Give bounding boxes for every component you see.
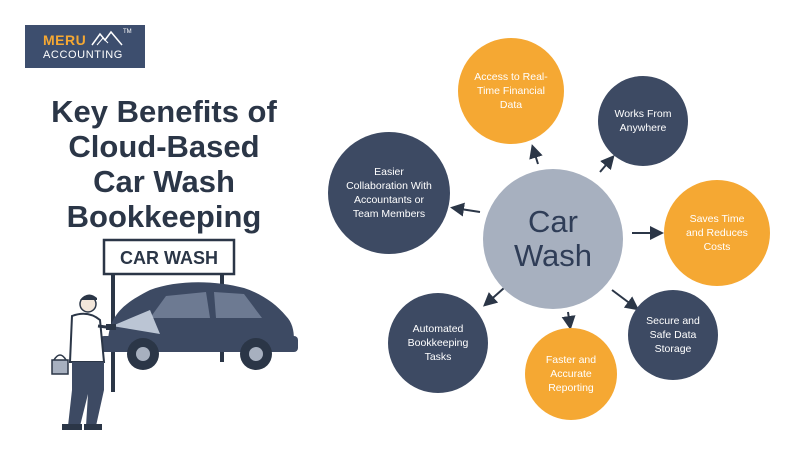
hub-car-wash: Car Wash xyxy=(483,169,623,309)
mountain-icon xyxy=(91,30,123,46)
logo-brand: MERU xyxy=(43,32,87,48)
benefit-access: Access to Real- Time Financial Data xyxy=(458,38,564,144)
car-hubcap-rear xyxy=(249,347,263,361)
benefit-secure: Secure and Safe Data Storage xyxy=(628,290,718,380)
benefit-collab-line-3: Accountants or xyxy=(353,194,425,206)
benefit-saves-time: Saves Time and Reduces Costs xyxy=(664,180,770,286)
arrow-reporting xyxy=(561,311,576,330)
arrow-automated xyxy=(483,287,505,307)
spray-nozzle xyxy=(106,324,116,330)
person-pants xyxy=(68,362,104,426)
benefit-collab-line-2: Collaboration With xyxy=(346,180,432,192)
logo-trademark: TM xyxy=(123,29,132,35)
logo-subtitle: ACCOUNTING xyxy=(43,49,123,61)
arrow-anywhere xyxy=(599,154,615,173)
person-shoe-left xyxy=(62,424,82,430)
car-wash-illustration: CAR WASH xyxy=(51,238,298,430)
benefit-automated-line-1: Automated xyxy=(412,323,464,335)
title-line-3: Car Wash xyxy=(93,164,235,199)
water-spray xyxy=(112,310,160,334)
person-shoe-right xyxy=(84,424,102,430)
title-line-1: Key Benefits of xyxy=(51,94,277,129)
arrow-access xyxy=(529,144,543,165)
sign-board xyxy=(102,238,236,276)
meru-accounting-logo: MERU TM ACCOUNTING xyxy=(25,25,145,68)
hub-line-1: Car xyxy=(528,204,578,239)
bucket xyxy=(51,359,69,375)
car-hubcap-front xyxy=(136,347,150,361)
benefit-reporting-line-2: Accurate xyxy=(550,368,592,380)
benefit-automated-line-2: Bookkeeping xyxy=(407,337,469,349)
benefit-collab-line-4: Team Members xyxy=(352,208,426,220)
benefit-access-line-3: Data xyxy=(499,99,523,111)
benefit-anywhere-line-2: Anywhere xyxy=(619,122,667,134)
car-window-front xyxy=(150,292,210,318)
benefit-collab: Easier Collaboration With Accountants or… xyxy=(328,132,450,254)
title-line-4: Bookkeeping xyxy=(66,199,262,234)
benefit-reporting: Faster and Accurate Reporting xyxy=(525,328,617,420)
page-title: Key Benefits of Cloud-Based Car Wash Boo… xyxy=(40,94,288,234)
benefit-anywhere-line-1: Works From xyxy=(614,108,672,120)
benefit-secure-line-3: Storage xyxy=(654,343,692,355)
benefit-automated-line-3: Tasks xyxy=(424,351,452,363)
bucket-handle xyxy=(53,354,67,361)
benefit-saves-time-line-1: Saves Time xyxy=(689,213,745,225)
person-cap xyxy=(80,294,97,300)
benefit-saves-time-line-2: and Reduces xyxy=(686,227,748,239)
benefit-anywhere: Works From Anywhere xyxy=(598,76,688,166)
benefit-secure-line-1: Secure and xyxy=(646,315,700,327)
car-window-rear xyxy=(214,292,262,318)
hub-line-2: Wash xyxy=(513,238,593,273)
benefit-access-line-1: Access to Real- xyxy=(474,71,548,83)
benefit-access-line-2: Time Financial xyxy=(477,85,545,97)
person-shirt xyxy=(68,312,106,363)
arrow-secure xyxy=(611,289,640,311)
benefit-saves-time-line-3: Costs xyxy=(703,241,731,253)
benefit-automated: Automated Bookkeeping Tasks xyxy=(388,293,488,393)
sign-text: CAR WASH xyxy=(120,248,218,268)
arrow-collab xyxy=(450,202,481,217)
benefit-secure-line-2: Safe Data xyxy=(649,329,697,341)
title-line-2: Cloud-Based xyxy=(68,129,260,164)
benefit-collab-line-1: Easier xyxy=(374,166,404,178)
benefit-reporting-line-3: Reporting xyxy=(548,382,594,394)
benefit-reporting-line-1: Faster and xyxy=(545,354,597,366)
